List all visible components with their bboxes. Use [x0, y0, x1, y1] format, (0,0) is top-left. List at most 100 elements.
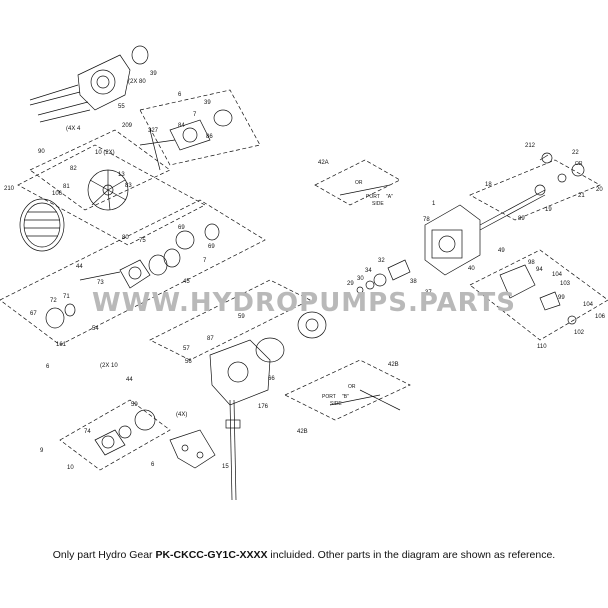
callout-110: 110	[537, 344, 547, 350]
note-or: OR	[355, 180, 363, 186]
callout-66: 66	[268, 376, 275, 382]
note-port-b: PORT	[322, 394, 336, 400]
callout-40: 40	[468, 266, 475, 272]
callout-42b: 42B	[297, 429, 308, 435]
callout-99: 99	[558, 295, 565, 301]
callout-98: 98	[528, 260, 535, 266]
callout-67: 67	[30, 311, 37, 317]
callout-42b: 42B	[388, 362, 399, 368]
callout-90: 90	[38, 149, 45, 155]
callout-104: 104	[583, 302, 594, 308]
callout-102: 102	[574, 330, 585, 336]
callout-9: 9	[40, 448, 44, 454]
outline-input-shaft-group	[469, 159, 601, 221]
callout-212: 212	[525, 143, 536, 149]
part-98-bypass-arm	[499, 264, 536, 299]
watermark: WWW.HYDROPUMPS.PARTS	[92, 288, 516, 318]
callout-82: 82	[70, 166, 77, 172]
callout-13: 13	[118, 172, 125, 178]
callout-54: 54	[92, 326, 99, 332]
note-port-b-side: SIDE	[330, 401, 342, 407]
callout-86: 86	[206, 134, 213, 140]
outline-end-cap-group	[59, 399, 171, 471]
callout-20: 20	[596, 187, 603, 193]
callout-32: 32	[378, 258, 385, 264]
outline-port-a-group	[314, 159, 401, 206]
callout-78: 78	[423, 217, 430, 223]
outline-fan-group	[29, 129, 171, 211]
callout-6: 6	[178, 92, 182, 98]
callout-18: 18	[485, 182, 492, 188]
callout-87: 87	[207, 336, 214, 342]
part-84-block	[169, 119, 211, 151]
callout-2x10: (2X 10	[100, 363, 118, 369]
outline-valve-group	[284, 359, 411, 421]
callout-59: 59	[131, 402, 138, 408]
callout-1: 1	[432, 201, 436, 207]
callout-4x4: (4X 4	[66, 126, 81, 132]
outline-bypass-group	[469, 249, 608, 341]
callout-10-2x: 10 (2X)	[95, 150, 115, 156]
callout-59: 59	[238, 314, 245, 320]
callout-104: 104	[552, 272, 563, 278]
outline-top-group	[139, 89, 261, 166]
part-55-housing	[77, 54, 131, 111]
part-bracket	[169, 429, 216, 469]
callout-44: 44	[76, 264, 83, 270]
callout-30: 30	[357, 276, 364, 282]
callout-176: 176	[258, 404, 269, 410]
part-39-o-ring	[131, 45, 149, 65]
callout-19: 19	[545, 207, 552, 213]
callout-327: 327	[148, 128, 159, 134]
callout-45: 45	[183, 279, 190, 285]
callout-74: 74	[84, 429, 91, 435]
callout-210: 210	[4, 186, 15, 192]
callout-72: 72	[50, 298, 57, 304]
callout-209: 209	[122, 123, 133, 129]
callout-103: 103	[560, 281, 571, 287]
group-outlines	[0, 89, 608, 471]
callout-69: 69	[178, 225, 185, 231]
exploded-parts-diagram: 39 (2X 80 55 (4X 4 6 39 209 327 84 7 86 …	[0, 45, 608, 501]
callout-49: 49	[498, 248, 505, 254]
part-caption: Only part Hydro Gear PK-CKCC-GY1C-XXXX i…	[0, 549, 608, 561]
callout-69: 69	[208, 244, 215, 250]
outline-motor-group	[17, 144, 206, 246]
note-or: OR	[575, 161, 583, 167]
caption-suffix: incluided. Other parts in the diagram ar…	[267, 549, 556, 561]
caption-prefix: Only part Hydro Gear	[52, 549, 156, 561]
callout-81: 81	[63, 184, 70, 190]
callout-39: 39	[150, 71, 157, 77]
part-74-end-cap	[94, 429, 126, 456]
callout-2x80: (2X 80	[128, 79, 146, 85]
callout-6: 6	[151, 462, 155, 468]
note-port-b-letter: "B"	[342, 394, 349, 400]
callout-57: 57	[183, 346, 190, 352]
outline-center-group	[149, 279, 311, 361]
callout-44: 44	[126, 377, 133, 383]
note-port-a-letter: "A"	[386, 194, 393, 200]
callout-73: 73	[97, 280, 104, 286]
part-number: PK-CKCC-GY1C-XXXX	[155, 549, 268, 561]
callout-161: 161	[56, 342, 67, 348]
callout-39: 39	[204, 100, 211, 106]
part-73-charge-pump	[119, 259, 151, 289]
callout-89: 89	[518, 216, 525, 222]
note-port-a-side: SIDE	[372, 201, 384, 207]
callout-56: 56	[185, 359, 192, 365]
callout-7: 7	[193, 112, 197, 118]
callout-6: 6	[46, 364, 50, 370]
port-notes: PORT "A" SIDE PORT "B" SIDE OR OR OR	[322, 161, 583, 407]
part-1-main-housing	[424, 204, 481, 276]
callout-94: 94	[536, 267, 543, 273]
callout-15: 15	[222, 464, 229, 470]
part-shapes	[19, 45, 585, 501]
callout-7: 7	[203, 258, 207, 264]
callout-71: 71	[63, 294, 70, 300]
callout-21: 21	[578, 193, 585, 199]
callout-55: 55	[118, 104, 125, 110]
callout-83: 83	[125, 183, 132, 189]
callout-4x: (4X)	[176, 412, 187, 418]
callout-84: 84	[178, 123, 185, 129]
callout-42a: 42A	[318, 160, 329, 166]
